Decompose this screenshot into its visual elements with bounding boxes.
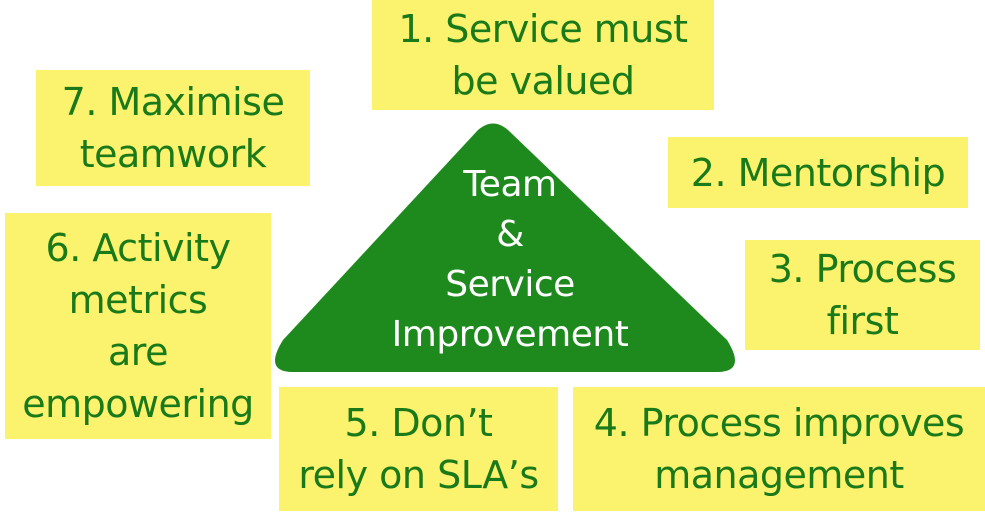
pyramid-label-line-4: Improvement — [391, 314, 629, 355]
note-maximise-teamwork: 7. Maximise teamwork — [36, 70, 310, 186]
note-text-line: first — [826, 299, 899, 343]
note-dont-rely-on-slas: 5. Don’t rely on SLA’s — [279, 387, 558, 511]
note-text-line: 2. Mentorship — [690, 150, 946, 195]
note-text-line: 5. Don’t — [344, 401, 493, 445]
note-mentorship: 2. Mentorship — [668, 137, 968, 208]
note-text-line: 4. Process improves — [593, 401, 965, 445]
note-text-line: rely on SLA’s — [298, 453, 539, 497]
pyramid-label-line-3: Service — [445, 264, 575, 305]
note-activity-metrics: 6. Activity metrics are empowering — [5, 213, 271, 439]
note-text-line: 1. Service must — [398, 7, 688, 51]
pyramid-label: Team & Service Improvement — [360, 160, 660, 360]
note-text-line: metrics — [68, 278, 208, 322]
note-service-must-be-valued: 1. Service must be valued — [372, 0, 714, 110]
pyramid-shape — [275, 123, 735, 372]
note-text-line: be valued — [451, 59, 636, 103]
note-process-first: 3. Process first — [745, 240, 980, 350]
note-text-line: management — [654, 453, 904, 497]
note-text-line: empowering — [22, 382, 254, 426]
note-text-line: 3. Process — [768, 247, 957, 291]
note-process-improves-management: 4. Process improves management — [573, 387, 985, 511]
pyramid-label-line-2: & — [496, 214, 524, 255]
note-text-line: are — [108, 330, 168, 374]
note-text-line: 6. Activity — [45, 226, 231, 270]
note-text-line: 7. Maximise — [61, 80, 285, 124]
note-text-line: teamwork — [79, 132, 267, 176]
pyramid-label-line-1: Team — [463, 164, 557, 205]
